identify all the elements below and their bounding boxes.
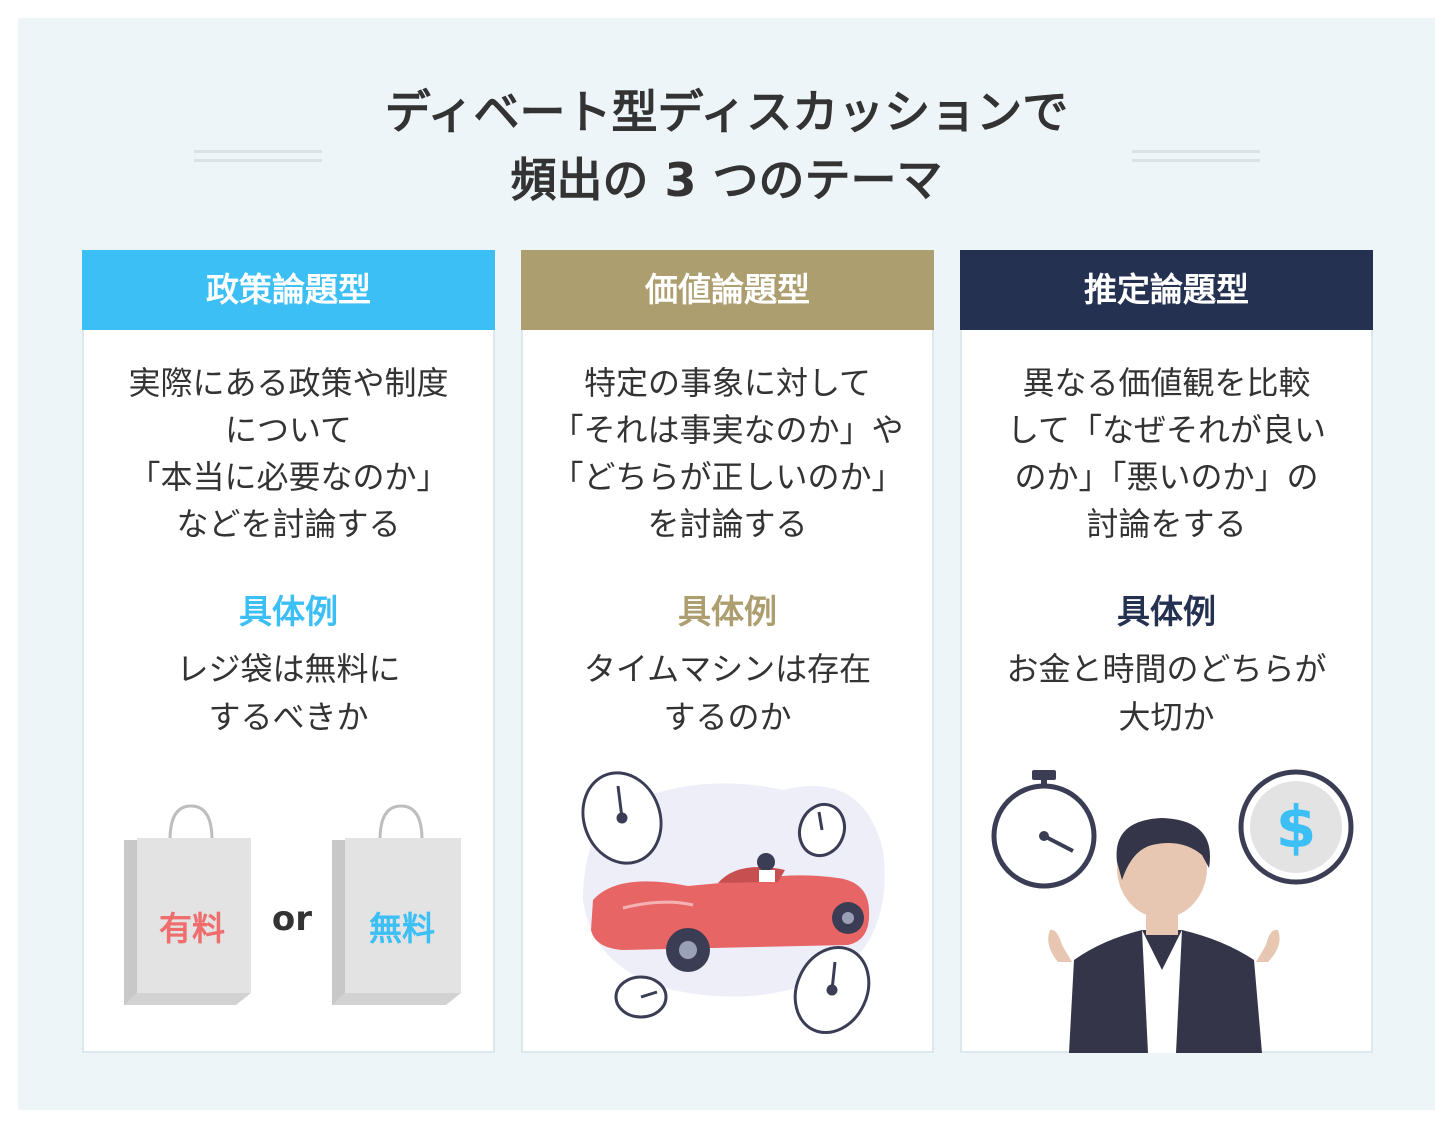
- example-text: レジ袋は無料に するべきか: [176, 650, 401, 736]
- card-heading: 価値論題型: [521, 250, 934, 330]
- example-text: タイムマシンは存在 するのか: [583, 650, 872, 736]
- card-heading: 推定論題型: [960, 250, 1373, 330]
- clock-icon: [581, 771, 663, 865]
- dollar-coin-icon: $: [1238, 769, 1354, 885]
- or-label: or: [272, 899, 312, 939]
- page-title: ディベート型ディスカッションで 頻出の 3 つのテーマ: [0, 78, 1453, 214]
- sports-car-icon: [591, 853, 870, 972]
- time-machine-car-illustration: [581, 771, 885, 1035]
- card-presumption: 推定論題型 異なる価値観を比較 して「なぜそれが良い のか」「悪いのか」の 討論…: [960, 250, 1373, 1053]
- person-icon: [1048, 818, 1280, 1053]
- title-decoration-right: [1132, 150, 1260, 168]
- card-description: 特定の事象に対して 「それは事実なのか」や 「どちらが正しいのか」 を討論する: [551, 364, 904, 543]
- title-decoration-left: [194, 150, 322, 168]
- card-heading: 政策論題型: [82, 250, 495, 330]
- card-description: 実際にある政策や制度 について 「本当に必要なのか」 などを討論する: [128, 364, 449, 543]
- title-line-2: 頻出の 3 つのテーマ: [510, 153, 943, 207]
- example-label: 具体例: [239, 592, 338, 631]
- card-value: 価値論題型 特定の事象に対して 「それは事実なのか」や 「どちらが正しいのか」 …: [521, 250, 934, 1053]
- clock-icon: [797, 802, 847, 858]
- title-line-1: ディベート型ディスカッションで: [384, 85, 1069, 139]
- clock-icon: [793, 945, 871, 1035]
- paid-bag-icon: [124, 804, 251, 1005]
- card-policy: 政策論題型 実際にある政策や制度 について 「本当に必要なのか」 などを討論する…: [82, 250, 495, 1053]
- example-label: 具体例: [678, 592, 777, 631]
- card-description: 異なる価値観を比較 して「なぜそれが良い のか」「悪いのか」の 討論をする: [1006, 364, 1327, 543]
- shopping-bags-illustration: 有料 or 無料: [124, 804, 461, 1005]
- stopwatch-icon: [991, 770, 1097, 889]
- example-label: 具体例: [1117, 592, 1216, 631]
- example-text: お金と時間のどちらが 大切か: [1006, 650, 1327, 736]
- dollar-symbol: $: [1276, 793, 1316, 861]
- clock-icon: [614, 975, 668, 1019]
- free-bag-icon: [332, 804, 461, 1005]
- paid-label: 有料: [159, 909, 225, 948]
- free-label: 無料: [369, 909, 435, 948]
- money-vs-time-illustration: $: [991, 769, 1354, 1053]
